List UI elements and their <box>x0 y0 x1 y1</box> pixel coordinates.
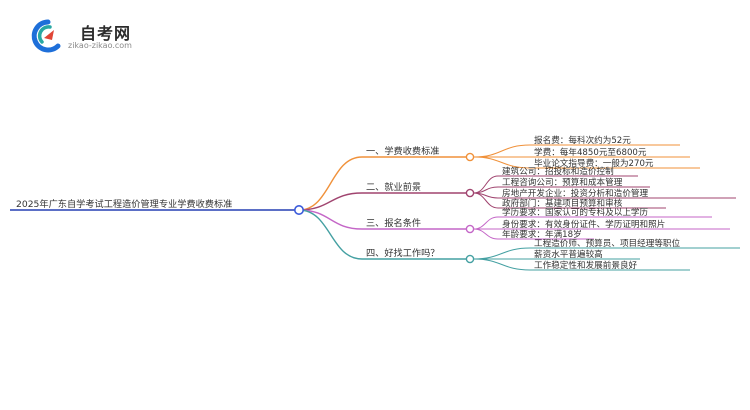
branch-node-job <box>465 188 475 198</box>
site-logo[interactable]: 自考网 zikao-zikao.com <box>28 14 158 58</box>
edge-root-find <box>298 209 363 260</box>
branch-node-req <box>465 224 475 234</box>
edge-find-leaf-2 <box>473 258 531 271</box>
branch-label-fee: 一、学费收费标准 <box>366 145 440 157</box>
branch-node-find <box>465 254 475 264</box>
edge-req-leaf-2 <box>473 228 499 240</box>
leaf-job-3: 政府部门：基建项目预算和审核 <box>502 197 623 209</box>
leaf-fee-0: 报名费：每科次约为52元 <box>534 134 631 146</box>
root-node <box>293 205 304 216</box>
logo-mark-icon <box>31 19 61 53</box>
leaf-job-0: 建筑公司：招投标和造价控制 <box>502 165 614 177</box>
mind-map-nodes: 2025年广东自学考试工程造价管理专业学费收费标准 一、学费收费标准 报名费：每科… <box>10 134 681 271</box>
edge-root-req <box>298 209 363 230</box>
mind-map-edges <box>298 144 740 271</box>
edge-req-leaf-0 <box>473 216 499 230</box>
leaf-find-0: 工程造价师、预算员、项目经理等职位 <box>534 237 681 249</box>
edge-job-leaf-3 <box>473 192 499 209</box>
leaf-fee-1: 学费：每年4850元至6800元 <box>534 146 647 158</box>
edge-fee-leaf-0 <box>473 144 531 158</box>
edge-root-fee <box>298 156 363 211</box>
branch-label-find: 四、好找工作吗？ <box>366 247 440 259</box>
leaf-find-2: 工作稳定性和发展前景良好 <box>534 259 638 271</box>
leaf-find-1: 薪资水平普遍较高 <box>534 248 603 260</box>
edge-find-leaf-0 <box>473 247 531 260</box>
leaf-job-2: 房地产开发企业：投资分析和造价管理 <box>502 187 649 199</box>
edge-root-job <box>298 192 363 211</box>
leaf-req-0: 学历要求：国家认可的专科及以上学历 <box>502 206 649 218</box>
leaf-req-1: 身份要求：有效身份证件、学历证明和照片 <box>502 218 665 230</box>
leaf-job-1: 工程咨询公司：预算和成本管理 <box>502 176 623 188</box>
branch-label-req: 三、报名条件 <box>366 217 421 229</box>
leaf-fee-2: 毕业论文指导费：一般为270元 <box>534 157 654 169</box>
root-topic: 2025年广东自学考试工程造价管理专业学费收费标准 <box>16 198 232 210</box>
edge-fee-leaf-2 <box>473 156 531 169</box>
logo-brand: 自考网 <box>80 24 132 43</box>
branch-node-fee <box>465 152 475 162</box>
branch-label-job: 二、就业前景 <box>366 181 421 193</box>
leaf-req-2: 年龄要求：年满18岁 <box>502 228 582 240</box>
logo-url: zikao-zikao.com <box>68 41 132 50</box>
